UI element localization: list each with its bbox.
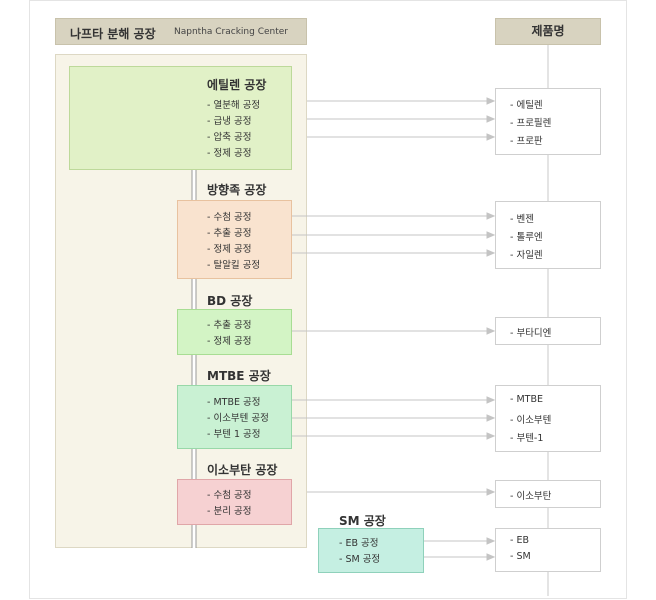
product-item: - 에틸렌: [510, 100, 543, 111]
product-item: - EB: [510, 535, 529, 546]
isobutane-plant-title: 이소부탄 공장: [207, 463, 278, 477]
process-item: - 정제 공정: [207, 336, 252, 347]
process-item: - MTBE 공정: [207, 397, 261, 408]
bd-plant-box: [177, 309, 292, 355]
header-title: 나프타 분해 공장: [70, 27, 156, 41]
process-item: - 압축 공정: [207, 132, 252, 143]
ethylene-plant-box: [69, 66, 292, 170]
process-item: - 정제 공정: [207, 244, 252, 255]
process-item: - 급냉 공정: [207, 116, 252, 127]
mtbe-plant-box: [177, 385, 292, 449]
process-item: - SM 공정: [339, 554, 381, 565]
product-box-isobutane: - 이소부탄: [495, 480, 601, 508]
process-item: - 열분해 공정: [207, 100, 261, 111]
process-item: - 이소부텐 공정: [207, 413, 269, 424]
ethylene-plant-title: 에틸렌 공장: [207, 78, 267, 92]
product-box-mtbe: - MTBE - 이소부텐 - 부텐-1: [495, 385, 601, 452]
process-item: - 수첨 공정: [207, 490, 252, 501]
product-item: - 부타디엔: [510, 328, 552, 339]
product-box-aromatics: - 벤젠 - 톨루엔 - 자일렌: [495, 201, 601, 269]
product-item: - 톨루엔: [510, 232, 543, 243]
diagram-frame: [29, 0, 627, 599]
product-item: - 프로판: [510, 136, 543, 147]
product-item: - MTBE: [510, 394, 543, 405]
product-item: - 이소부텐: [510, 415, 552, 426]
product-header-title: 제품명: [531, 24, 565, 38]
product-name-header: 제품명: [495, 18, 601, 45]
product-item: - 자일렌: [510, 250, 543, 261]
product-item: - SM: [510, 551, 531, 562]
product-item: - 이소부탄: [510, 491, 552, 502]
bd-plant-title: BD 공장: [207, 294, 253, 308]
process-item: - 추출 공정: [207, 320, 252, 331]
aromatics-plant-box: [177, 200, 292, 279]
product-item: - 부텐-1: [510, 433, 544, 444]
naphtha-cracking-header: 나프타 분해 공장 Napntha Cracking Center: [55, 18, 307, 45]
product-box-ethylene: - 에틸렌 - 프로필렌 - 프로판: [495, 88, 601, 155]
process-item: - 정제 공정: [207, 148, 252, 159]
process-item: - 부텐 1 공정: [207, 429, 261, 440]
mtbe-plant-title: MTBE 공장: [207, 369, 271, 383]
aromatics-plant-title: 방향족 공장: [207, 183, 267, 197]
product-box-bd: - 부타디엔: [495, 317, 601, 345]
header-subtitle: Napntha Cracking Center: [174, 27, 289, 37]
product-box-sm: - EB - SM: [495, 528, 601, 572]
process-item: - EB 공정: [339, 538, 379, 549]
sm-plant-box: [318, 528, 424, 573]
process-item: - 수첨 공정: [207, 212, 252, 223]
process-item: - 분리 공정: [207, 506, 252, 517]
process-item: - 탈알킬 공정: [207, 260, 261, 271]
product-item: - 벤젠: [510, 214, 534, 225]
process-item: - 추출 공정: [207, 228, 252, 239]
isobutane-plant-box: [177, 479, 292, 525]
sm-plant-title: SM 공장: [339, 514, 386, 528]
product-item: - 프로필렌: [510, 118, 552, 129]
